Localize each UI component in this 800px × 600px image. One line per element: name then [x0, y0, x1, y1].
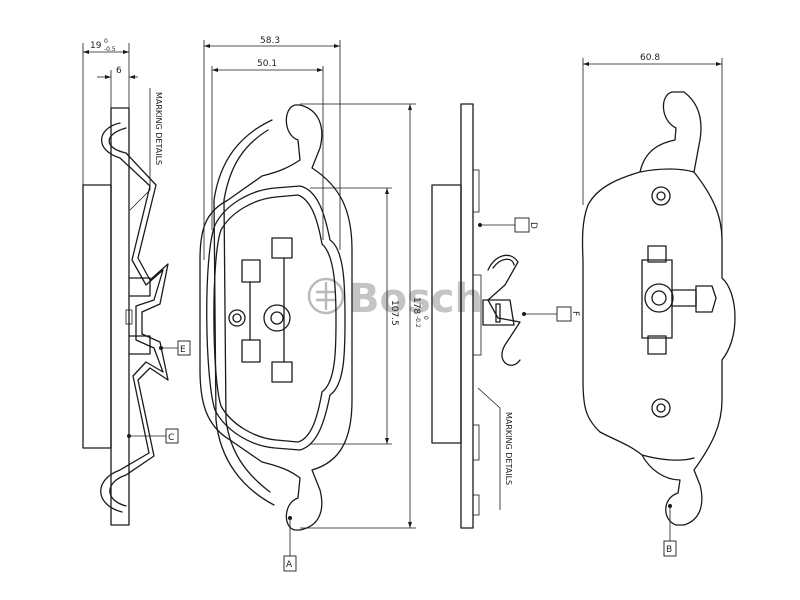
clip-lower-left [241, 339, 261, 363]
locating-hole-inner [232, 313, 242, 323]
side-view-middle: D F MARKING DETAILS [431, 103, 580, 529]
rear-view-pad: 60.8 B [581, 53, 736, 557]
rear-clip-bottom-tab [647, 335, 667, 355]
rear-backplate-outline [581, 91, 736, 526]
dim-178-text: 178 [411, 297, 421, 314]
bosch-logo-armature [316, 282, 336, 310]
dim-178-tol-sup: 0 [422, 316, 429, 320]
rear-bottom-lip [641, 454, 695, 461]
anti-rattle-spring [100, 122, 164, 513]
spring-clip-lower [128, 335, 151, 355]
wear-spring-wire-inner [223, 129, 271, 493]
rear-hole-bottom-inner [656, 403, 666, 413]
callout-c-label: C [168, 433, 174, 443]
callout-d-label: D [528, 222, 538, 229]
callout-b-box [663, 540, 677, 557]
marking-leader-right-tip [477, 387, 501, 409]
locating-hole [228, 309, 246, 327]
center-boss-hole [270, 311, 284, 325]
rear-clip-top-tab [647, 245, 667, 263]
rear-connector-plug [695, 285, 717, 313]
spring-clip-upper [128, 277, 151, 297]
backplate [110, 107, 130, 526]
rear-connector [671, 289, 697, 307]
rear-hole-top [651, 186, 671, 206]
callout-e-box [177, 340, 191, 356]
marking-leader-left-tip [129, 189, 151, 211]
clip-lower-right [271, 361, 293, 383]
marking-details-left: MARKING DETAILS [154, 92, 163, 165]
dim-19-tol-sup: 0 [104, 38, 108, 45]
dim-178-tol-sub: -0.2 [414, 316, 421, 328]
dim-6-text: 6 [116, 66, 122, 76]
rear-hole-bottom [651, 398, 671, 418]
callout-f-box [556, 306, 572, 322]
clip-legs [249, 257, 285, 363]
rear-top-lip [639, 168, 695, 173]
dim-19-text: 19 [90, 41, 102, 51]
center-boss [263, 304, 291, 332]
middle-step-top [472, 169, 480, 213]
middle-step-foot [472, 494, 480, 516]
marking-details-right: MARKING DETAILS [504, 412, 513, 485]
middle-step-bottom [472, 424, 480, 461]
friction-lining [206, 185, 346, 451]
callout-b-label: B [666, 545, 672, 555]
side-view-left: 19 0 -0.5 6 MARKING DETAILS E C [82, 38, 191, 526]
lining-block [82, 184, 112, 449]
callout-d-box [514, 217, 530, 233]
friction-lining-chamfer [213, 194, 337, 443]
rear-center-clip [641, 259, 673, 339]
backplate-outline [199, 104, 353, 531]
dim-19-tol-sub: -0.5 [104, 46, 116, 53]
rear-center-boss-hole [651, 290, 667, 306]
dim-107-text: 107.5 [389, 300, 399, 326]
dim-50-text: 50.1 [257, 59, 277, 69]
middle-clip-spring [487, 254, 521, 366]
middle-clip-slot [495, 303, 501, 323]
callout-e-label: E [180, 345, 186, 355]
dim-58-text: 58.3 [260, 36, 280, 46]
middle-clip-body [482, 299, 515, 326]
clip-upper-right [271, 237, 293, 259]
clip-upper-left [241, 259, 261, 283]
sensor-slot [125, 309, 133, 325]
rear-center-boss [644, 283, 674, 313]
dim-60-text: 60.8 [640, 53, 660, 63]
rear-hole-top-inner [656, 191, 666, 201]
middle-clip-top-hook [492, 258, 515, 269]
bosch-logo-ring [307, 277, 345, 315]
front-view-pad: 58.3 50.1 107.5 178 0 -0.2 A [199, 36, 429, 572]
anti-rattle-spring-inner [108, 127, 169, 507]
middle-boss [472, 274, 482, 356]
callout-f-label: F [570, 311, 580, 316]
callout-a-label: A [286, 560, 293, 570]
callout-a-box [283, 555, 297, 572]
wear-spring-wire [213, 119, 275, 506]
dim-6-arrows [105, 75, 135, 79]
callout-c-box [165, 428, 179, 444]
